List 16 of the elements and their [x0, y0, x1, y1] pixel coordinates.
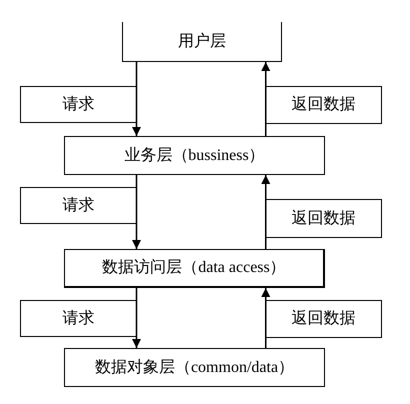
- label-box: 请求: [20, 187, 137, 224]
- label-box: 返回数据: [265, 199, 382, 238]
- arrow: [132, 62, 141, 136]
- arrow: [261, 175, 270, 249]
- label-box: 返回数据: [265, 86, 382, 124]
- arrow: [261, 288, 270, 348]
- arrow: [132, 288, 141, 348]
- layer-box: 数据对象层（common/data）: [64, 348, 325, 387]
- layer-box: 业务层（bussiness）: [64, 136, 325, 175]
- layer-box: 用户层: [122, 22, 282, 62]
- arrow: [132, 175, 141, 249]
- label-box: 请求: [20, 86, 137, 123]
- arrow: [261, 62, 270, 136]
- layer-box: 数据访问层（data access）: [64, 249, 325, 288]
- label-box: 请求: [20, 300, 137, 337]
- label-box: 返回数据: [265, 300, 382, 338]
